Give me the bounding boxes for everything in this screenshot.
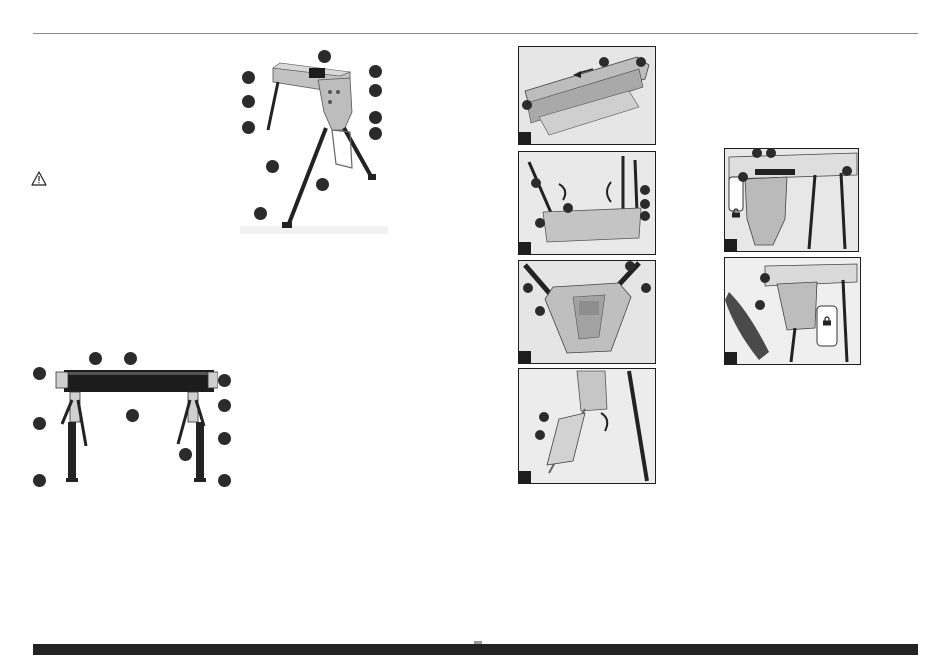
figure-tag: [519, 132, 531, 144]
figure-tag: [725, 239, 737, 251]
callout-marker: [179, 448, 192, 461]
callout-marker: [266, 160, 279, 173]
callout-marker: [640, 185, 650, 195]
padlock-open-icon: [731, 208, 741, 218]
callout-marker: [625, 261, 635, 271]
callout-marker: [254, 207, 267, 220]
callout-marker: [563, 203, 573, 213]
callout-marker: [369, 84, 382, 97]
callout-marker: [640, 211, 650, 221]
callout-marker: [218, 474, 231, 487]
callout-marker: [89, 352, 102, 365]
callout-marker: [33, 367, 46, 380]
callout-marker: [738, 172, 748, 182]
warning-triangle-icon: [31, 171, 47, 186]
padlock-closed-icon: [822, 316, 832, 326]
callout-marker: [316, 178, 329, 191]
step-photo-4: [518, 368, 656, 484]
callout-marker: [523, 283, 533, 293]
callout-marker: [539, 412, 549, 422]
callout-marker: [760, 273, 770, 283]
step-photo-6: [724, 257, 861, 365]
callout-marker: [218, 374, 231, 387]
callout-marker: [522, 100, 532, 110]
callout-marker: [33, 417, 46, 430]
callout-marker: [318, 50, 331, 63]
callout-marker: [218, 432, 231, 445]
header-rule: [33, 33, 918, 34]
callout-marker: [842, 166, 852, 176]
front-view-diagram: [40, 360, 218, 490]
step-photo-5: [724, 148, 859, 252]
footer-band: [33, 644, 918, 655]
callout-marker: [535, 306, 545, 316]
figure-tag: [519, 471, 531, 483]
callout-marker: [242, 95, 255, 108]
workbench-front-illustration: [40, 360, 218, 490]
callout-marker: [242, 121, 255, 134]
callout-marker: [126, 409, 139, 422]
callout-marker: [369, 127, 382, 140]
step-photo-2: [518, 151, 656, 255]
callout-marker: [535, 430, 545, 440]
figure-tag: [725, 352, 737, 364]
figure-tag: [519, 242, 531, 254]
callout-marker: [33, 474, 46, 487]
callout-marker: [641, 283, 651, 293]
callout-marker: [752, 148, 762, 158]
callout-marker: [242, 71, 255, 84]
callout-marker: [766, 148, 776, 158]
callout-marker: [369, 111, 382, 124]
callout-marker: [535, 218, 545, 228]
figure-tag: [519, 351, 531, 363]
callout-marker: [599, 57, 609, 67]
callout-marker: [218, 399, 231, 412]
overview-diagram: [240, 48, 388, 234]
callout-marker: [531, 178, 541, 188]
callout-marker: [124, 352, 137, 365]
callout-marker: [636, 57, 646, 67]
callout-marker: [755, 300, 765, 310]
callout-marker: [369, 65, 382, 78]
callout-marker: [640, 199, 650, 209]
workbench-illustration: [240, 48, 388, 234]
